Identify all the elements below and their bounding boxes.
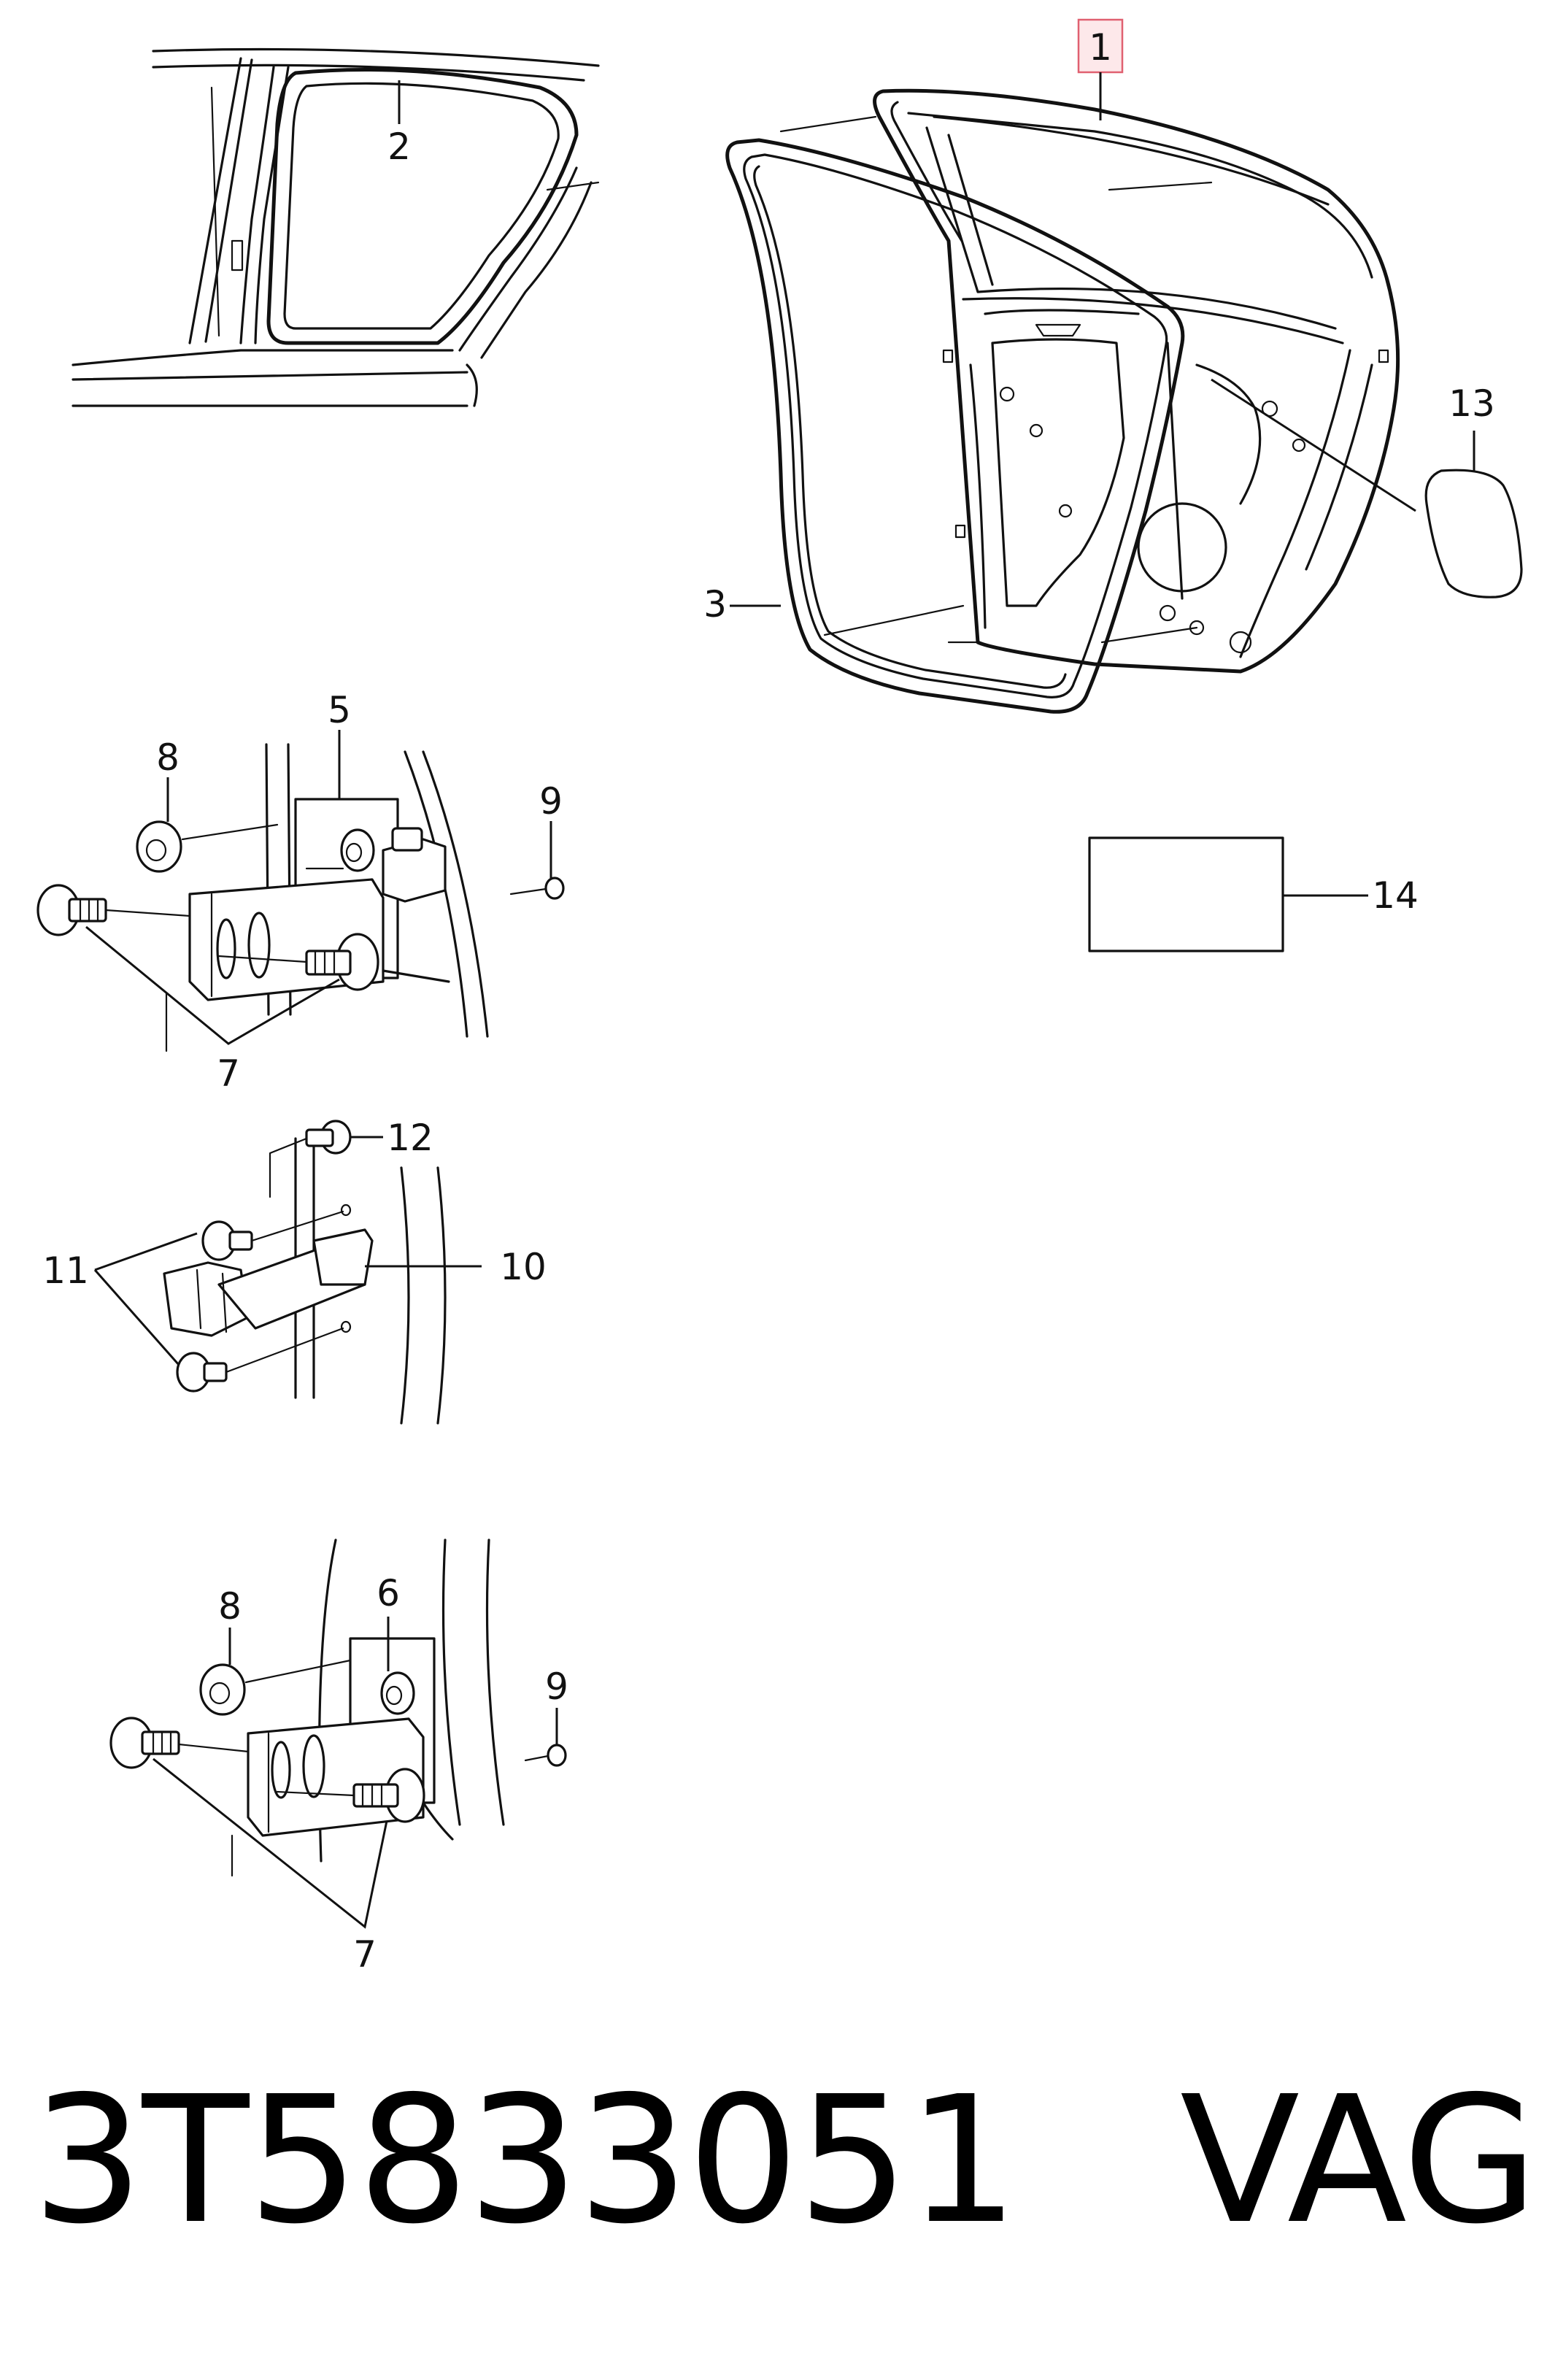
callout-9a-label: 9 — [539, 780, 563, 823]
body-side-panel-drawing — [72, 47, 600, 407]
part-number-caption: 3T5833051 VAG — [32, 2058, 1538, 2262]
callout-6-label: 6 — [377, 1572, 400, 1614]
callout-8a-label: 8 — [156, 736, 180, 779]
check-strap-drawing — [93, 1120, 482, 1425]
bolt-item-8-upper — [136, 820, 279, 873]
screw-item-12 — [269, 1120, 352, 1198]
nut-item-5-stud — [305, 828, 375, 872]
bolt-item-8-lower — [199, 1659, 352, 1716]
bolt-item-7-lower-b — [276, 1768, 425, 1823]
callout-11-label: 11 — [42, 1249, 89, 1292]
lower-hinge-drawing — [109, 1538, 567, 1929]
label-drawing — [1088, 836, 1368, 952]
callout-5-label: 5 — [328, 689, 351, 731]
callout-14-label: 14 — [1372, 874, 1419, 917]
callout-13-label: 13 — [1448, 382, 1495, 425]
callout-3-label: 3 — [703, 583, 727, 625]
callout-2-label: 2 — [387, 126, 411, 168]
bolt-item-7-upper-a — [36, 884, 191, 936]
door-shell-drawing — [873, 88, 1400, 674]
nut-item-6-stud — [380, 1671, 415, 1715]
callout-1-label: 1 — [1089, 26, 1112, 69]
screw-item-11-a — [201, 1204, 352, 1261]
callout-8b-label: 8 — [218, 1585, 242, 1628]
screw-item-11-b — [176, 1320, 352, 1393]
bolt-item-7-lower-a — [109, 1717, 250, 1769]
plug-drawing — [1211, 378, 1523, 598]
callout-7b-label: 7 — [353, 1933, 377, 1976]
door-seal-drawing — [725, 115, 1185, 714]
callout-12-label: 12 — [387, 1117, 433, 1159]
callout-7a-label: 7 — [217, 1052, 240, 1095]
callout-1: 1 — [1077, 18, 1124, 120]
bolt-item-7-upper-b — [217, 933, 379, 991]
callout-9b-label: 9 — [545, 1665, 568, 1708]
callout-10-label: 10 — [500, 1246, 547, 1288]
pin-item-9-lower — [524, 1744, 567, 1767]
pin-item-9-upper — [509, 877, 565, 900]
upper-hinge-drawing — [36, 730, 565, 1052]
